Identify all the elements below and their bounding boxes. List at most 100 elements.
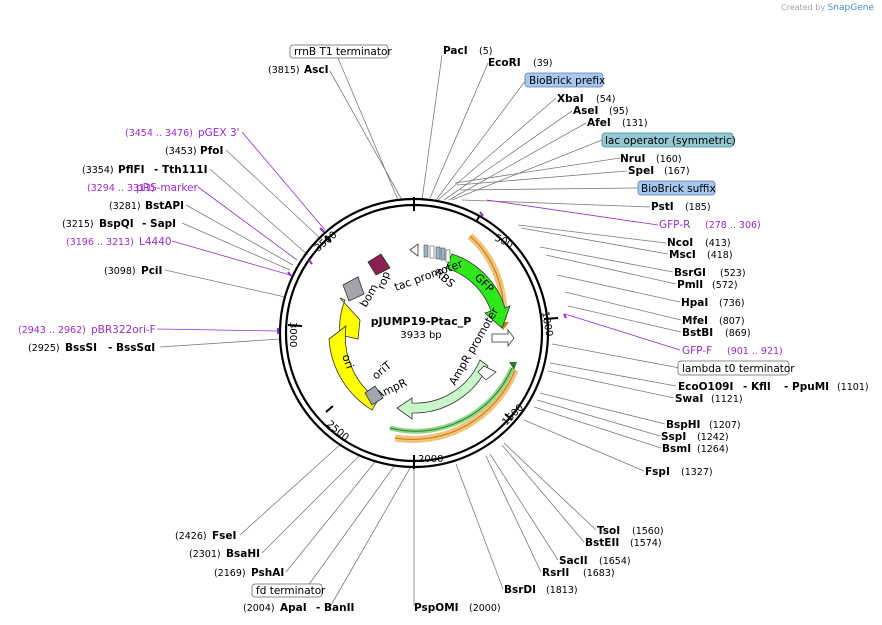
- lambda-terminator-label: lambda t0 terminator: [682, 363, 795, 375]
- tick-label-500: 500: [493, 233, 515, 251]
- site-pos: (2301): [189, 549, 221, 560]
- site-name: ApaI: [280, 602, 307, 614]
- site-pos: (5): [479, 46, 492, 57]
- site-name: BsrDI: [504, 584, 536, 596]
- rrnb-terminator-box: [289, 44, 389, 59]
- site-name-2: - KflI: [743, 381, 771, 393]
- site-pos: (1327): [681, 467, 713, 478]
- site-name: EcoRI: [488, 57, 521, 69]
- site-name: AscI: [304, 64, 329, 76]
- site-name: PciI: [141, 265, 162, 277]
- site-name: SwaI: [675, 393, 703, 405]
- primer-pos: (278 .. 306): [705, 220, 761, 231]
- site-name: MfeI: [682, 315, 708, 327]
- rop-arrow: [367, 253, 391, 276]
- rrnb-terminator-label: rrnB T1 terminator: [294, 46, 392, 58]
- site-pos: (1654): [599, 556, 631, 567]
- site-name-2: - BanII: [316, 602, 354, 614]
- site-pos: (523): [720, 268, 746, 279]
- site-pos: (3815): [268, 65, 300, 76]
- primer-pos: (2943 .. 2962): [18, 325, 86, 336]
- site-pos: (1683): [583, 568, 615, 579]
- site-pos: (2426): [175, 531, 207, 542]
- left-site-labels: rrnB T1 terminator (3815) AscI (3454 .. …: [18, 44, 392, 614]
- ori-label: ori: [339, 353, 356, 371]
- fd-terminator-box: [251, 583, 323, 598]
- primer-name: L4440: [139, 236, 172, 248]
- site-name: AfeI: [587, 117, 611, 129]
- site-name: BsrGI: [674, 267, 706, 279]
- site-pos: (1813): [546, 585, 578, 596]
- tick-label-2500: 2500: [324, 419, 351, 444]
- site-name: EcoO109I: [678, 381, 733, 393]
- site-name: PacI: [443, 45, 468, 57]
- site-name: BspHI: [666, 419, 700, 431]
- primer-name: pRS-marker: [136, 182, 199, 194]
- primer-name: GFP-F: [682, 345, 712, 357]
- site-pos: (736): [719, 298, 745, 309]
- orit-label: oriT: [370, 359, 395, 383]
- site-name: MscI: [669, 249, 696, 261]
- biobrick-suffix-label: BioBrick suffix: [641, 183, 716, 195]
- site-pos: (54): [596, 94, 616, 105]
- lambda-terminator-box: [677, 360, 790, 376]
- primer-pos: (3454 .. 3476): [125, 128, 193, 139]
- site-pos: (160): [656, 154, 682, 165]
- site-name: XbaI: [557, 93, 584, 105]
- tac-promoter-label: tac promoter: [393, 257, 465, 294]
- site-name: RsrII: [542, 567, 569, 579]
- site-name: FseI: [212, 530, 236, 542]
- site-pos: (413): [705, 238, 731, 249]
- site-pos: (1121): [711, 394, 743, 405]
- right-leader-lines: [413, 54, 682, 606]
- site-pos: (1264): [697, 444, 729, 455]
- site-pos: (1242): [697, 432, 729, 443]
- site-pos: (131): [622, 118, 648, 129]
- primer-name: pGEX 3': [198, 127, 240, 139]
- plasmid-length: 3933 bp: [400, 330, 441, 341]
- biobrick-prefix-box: [524, 72, 604, 88]
- site-name: NcoI: [667, 237, 693, 249]
- tick-label-1000: 1000: [539, 311, 554, 338]
- site-name: SspI: [661, 431, 686, 443]
- site-name: BsaHI: [226, 548, 260, 560]
- site-name-2: - BssSαI: [108, 342, 155, 354]
- plasmid-name: pJUMP19-Ptac_P: [371, 315, 472, 328]
- site-name: PflFI: [118, 164, 145, 176]
- snapgene-logo: SnapGene: [827, 3, 874, 13]
- site-pos: (572): [712, 280, 738, 291]
- orit-feature: [364, 385, 384, 406]
- site-name: NruI: [620, 153, 645, 165]
- rbs-features: [423, 244, 451, 263]
- ampr-promoter-shape: [477, 365, 497, 381]
- site-name: SacII: [559, 555, 588, 567]
- ampr-orf-line: [394, 369, 516, 440]
- ampr-orf-arrow: [509, 362, 517, 370]
- site-pos: (1560): [632, 526, 664, 537]
- snapgene-credit: Created by SnapGene: [781, 3, 874, 13]
- site-pos: (185): [685, 202, 711, 213]
- site-name: BsmI: [662, 443, 691, 455]
- site-name: PspOMI: [414, 602, 459, 614]
- site-name: PstI: [651, 201, 674, 213]
- site-pos: (167): [664, 166, 690, 177]
- site-pos: (1574): [630, 538, 662, 549]
- tick-label-3000: 3000: [287, 322, 298, 347]
- site-pos: (1207): [709, 420, 741, 431]
- lac-operator-box: [601, 132, 734, 148]
- fd-terminator-label: fd terminator: [256, 585, 326, 597]
- bom-feature: [342, 276, 365, 302]
- site-name: AseI: [573, 105, 598, 117]
- site-pos: (2169): [214, 568, 246, 579]
- biobrick-prefix-label: BioBrick prefix: [529, 75, 605, 87]
- site-name: FspI: [645, 466, 670, 478]
- primer-name: GFP-R: [659, 219, 690, 231]
- gfp-arrow: [445, 253, 511, 329]
- site-name: BstEII: [585, 537, 619, 549]
- ampr-arrow: [396, 359, 489, 420]
- credit-prefix: Created by: [781, 3, 826, 12]
- primer-pos: (3294 .. 3313): [87, 183, 155, 194]
- site-name: PshAI: [251, 567, 284, 579]
- site-name: BstBI: [682, 327, 713, 339]
- left-leader-lines: [156, 57, 411, 608]
